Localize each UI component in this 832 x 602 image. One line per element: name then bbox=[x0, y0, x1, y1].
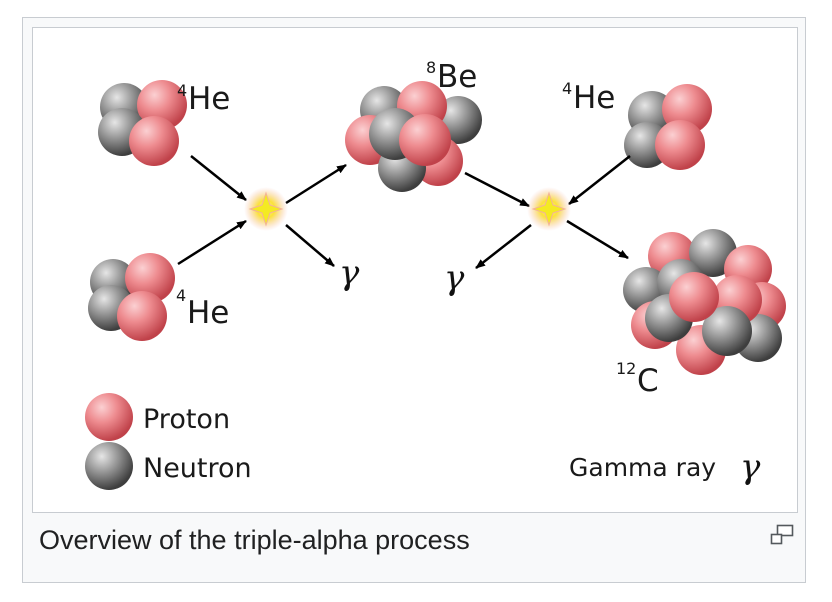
helium4-nucleus-bottom-left bbox=[88, 253, 175, 341]
reaction-arrows bbox=[177, 155, 631, 269]
enlarge-icon[interactable] bbox=[769, 524, 795, 546]
be8-mass-number: 8 bbox=[426, 58, 436, 77]
carbon12-nucleus bbox=[623, 229, 786, 375]
arrow-fusion-to-be8 bbox=[285, 163, 347, 205]
legend-gamma-ray-symbol: γ bbox=[740, 447, 761, 487]
arrow-he4-to-fusion-1 bbox=[190, 155, 247, 201]
he4-top-right-mass-number: 4 bbox=[562, 79, 572, 98]
triple-alpha-diagram: 4 He 4 He 8 Be 4 He 12 C γ γ Proton Neut… bbox=[85, 58, 786, 490]
arrow-fusion-to-gamma-2 bbox=[475, 224, 532, 269]
fusion-flash-2 bbox=[527, 187, 571, 231]
he4-top-right-symbol: He bbox=[573, 80, 615, 116]
he4-top-left-symbol: He bbox=[188, 81, 230, 117]
legend-proton-swatch bbox=[85, 393, 133, 441]
figure-caption: Overview of the triple-alpha process bbox=[39, 525, 470, 555]
arrow-be8-to-fusion bbox=[464, 171, 530, 208]
arrow-he4-to-fusion-2 bbox=[177, 219, 247, 266]
beryllium8-nucleus bbox=[345, 81, 482, 192]
arrow-fusion-to-gamma-1 bbox=[285, 224, 335, 267]
gamma-ray-symbol-right: γ bbox=[444, 258, 465, 298]
fusion-flash-1 bbox=[244, 187, 288, 231]
gamma-ray-symbol-left: γ bbox=[339, 253, 360, 293]
be8-symbol: Be bbox=[437, 59, 477, 95]
arrow-he4-to-fusion-3 bbox=[568, 155, 631, 205]
legend: Proton Neutron Gamma ray γ bbox=[85, 393, 761, 490]
he4-top-left-mass-number: 4 bbox=[177, 81, 187, 100]
he4-bottom-left-symbol: He bbox=[187, 295, 229, 331]
arrow-fusion-to-c12 bbox=[566, 219, 629, 260]
helium4-nucleus-top-right bbox=[624, 84, 712, 170]
legend-neutron-label: Neutron bbox=[143, 453, 252, 484]
legend-gamma-ray-label: Gamma ray bbox=[569, 453, 716, 482]
helium4-nucleus-top-left bbox=[98, 80, 187, 166]
c12-symbol: C bbox=[637, 363, 659, 399]
c12-mass-number: 12 bbox=[616, 359, 636, 378]
figure-thumbnail: 4 He 4 He 8 Be 4 He 12 C γ γ Proton Neut… bbox=[22, 17, 806, 583]
he4-bottom-left-mass-number: 4 bbox=[176, 286, 186, 305]
legend-proton-label: Proton bbox=[143, 404, 230, 435]
figure-image[interactable]: 4 He 4 He 8 Be 4 He 12 C γ γ Proton Neut… bbox=[32, 27, 798, 513]
legend-neutron-swatch bbox=[85, 442, 133, 490]
